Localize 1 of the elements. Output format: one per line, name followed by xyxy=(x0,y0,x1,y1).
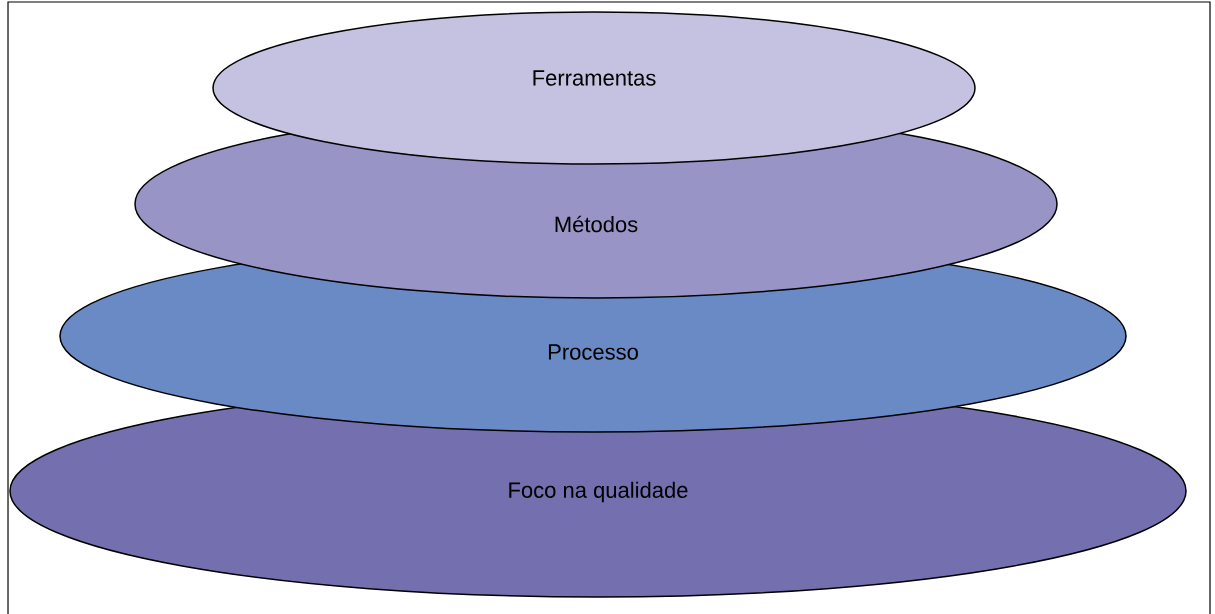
ellipse-layer: Ferramentas xyxy=(212,11,976,165)
